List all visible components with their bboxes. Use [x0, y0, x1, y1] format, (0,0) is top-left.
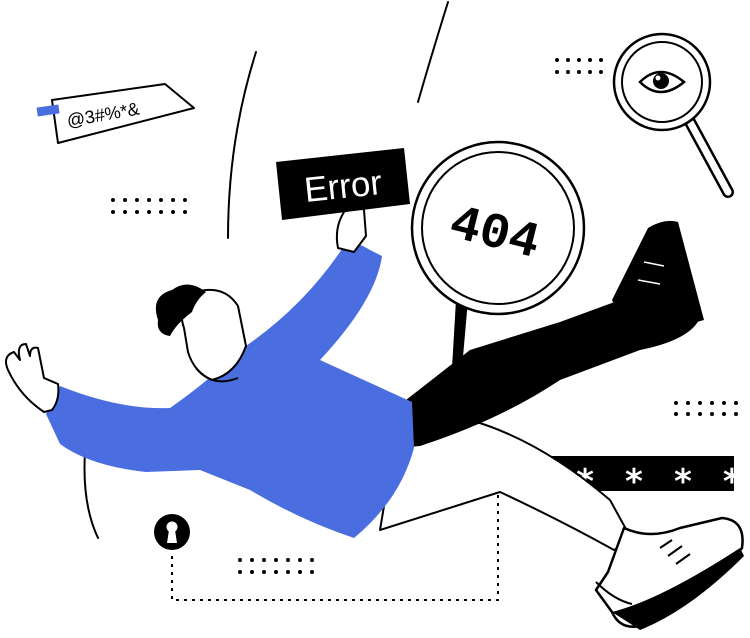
symbol-tag: @3#%*&	[36, 83, 195, 144]
magnifier-404: 404	[410, 140, 586, 368]
raised-hand	[335, 203, 367, 253]
dots-left	[111, 198, 187, 214]
left-hand	[5, 343, 60, 413]
keyhole-lock-icon	[154, 514, 190, 550]
tag-outline	[51, 83, 195, 144]
tag-blue-marker	[36, 104, 60, 117]
motion-line-top	[417, 1, 449, 103]
falling-man	[5, 203, 744, 630]
sneaker	[594, 516, 744, 630]
error-sign-text: Error	[302, 163, 384, 210]
head	[155, 284, 247, 383]
hair	[155, 284, 206, 336]
boot	[612, 220, 704, 334]
dots-top-right	[555, 58, 603, 74]
upper-leg	[396, 296, 700, 448]
motion-line-left	[227, 51, 257, 239]
error-sign-board	[276, 148, 410, 220]
blue-sweater	[46, 243, 414, 538]
dot-patterns	[111, 58, 738, 574]
connector-lines	[171, 473, 538, 601]
dots-right	[674, 401, 738, 416]
dots-bottom	[238, 558, 314, 574]
error-sign: Error	[276, 148, 410, 220]
eye-magnifier-icon	[612, 32, 734, 198]
magnifier-handle	[452, 300, 468, 368]
